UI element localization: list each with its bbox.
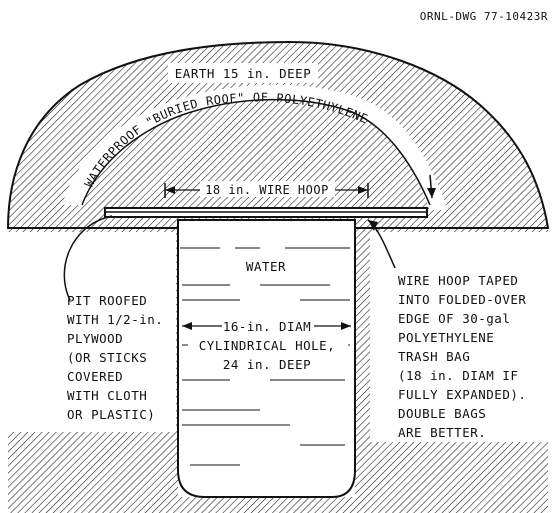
bag-label: WIRE HOOP TAPED INTO FOLDED-OVER EDGE OF…	[398, 273, 526, 440]
svg-text:OR PLASTIC): OR PLASTIC)	[67, 407, 155, 422]
bag-label-area	[370, 232, 548, 442]
earth-label: EARTH 15 in. DEEP	[175, 66, 311, 81]
svg-text:POLYETHYLENE: POLYETHYLENE	[398, 330, 494, 345]
hoop-label: 18 in. WIRE HOOP	[205, 183, 329, 197]
svg-text:PIT ROOFED: PIT ROOFED	[67, 293, 147, 308]
hole-label-3: 24 in. DEEP	[223, 357, 311, 372]
svg-text:FULLY EXPANDED).: FULLY EXPANDED).	[398, 387, 526, 402]
svg-text:WIRE HOOP TAPED: WIRE HOOP TAPED	[398, 273, 518, 288]
svg-text:(18 in. DIAM IF: (18 in. DIAM IF	[398, 368, 518, 383]
earth-mound	[6, 40, 550, 229]
svg-text:(OR STICKS: (OR STICKS	[67, 350, 147, 365]
ground-bottom	[178, 497, 355, 513]
svg-text:EDGE OF 30-gal: EDGE OF 30-gal	[398, 311, 510, 326]
water-label: WATER	[246, 259, 286, 274]
svg-text:WITH 1/2-in.: WITH 1/2-in.	[67, 312, 163, 327]
roof-layer	[62, 84, 448, 210]
svg-text:COVERED: COVERED	[67, 369, 123, 384]
svg-text:WITH CLOTH: WITH CLOTH	[67, 388, 147, 403]
hole-dimension	[182, 322, 351, 330]
svg-text:INTO FOLDED-OVER: INTO FOLDED-OVER	[398, 292, 526, 307]
svg-text:PLYWOOD: PLYWOOD	[67, 331, 123, 346]
hoop-dimension	[164, 183, 369, 198]
hole-label-2: CYLINDRICAL HOLE,	[199, 338, 335, 353]
svg-text:DOUBLE BAGS: DOUBLE BAGS	[398, 406, 486, 421]
svg-text:TRASH BAG: TRASH BAG	[398, 349, 470, 364]
hole-label-1: 16-in. DIAM	[223, 319, 311, 334]
svg-text:ARE BETTER.: ARE BETTER.	[398, 425, 486, 440]
pit-label: PIT ROOFED WITH 1/2-in. PLYWOOD (OR STIC…	[67, 293, 163, 422]
drawing-number: ORNL-DWG 77-10423R	[420, 10, 548, 23]
pit-leader	[63, 215, 113, 301]
